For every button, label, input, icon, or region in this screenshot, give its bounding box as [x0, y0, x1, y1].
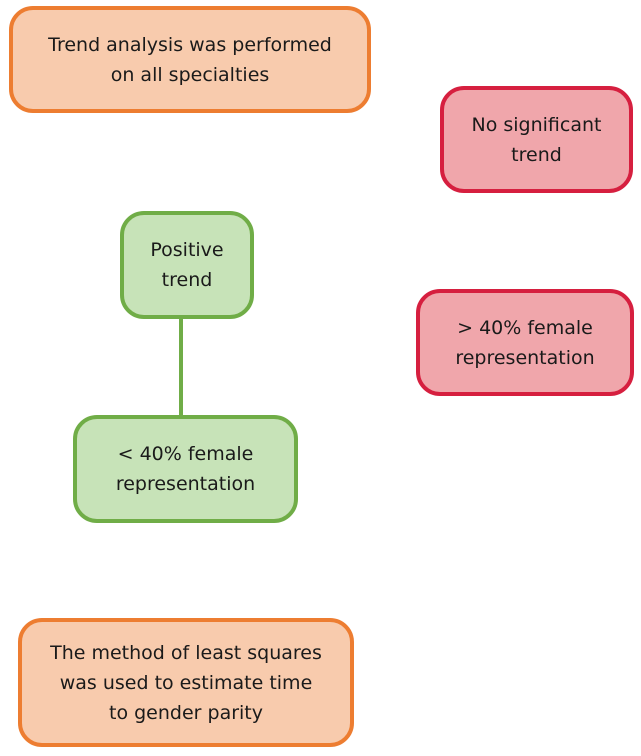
trend-analysis-text: Trend analysis was performed on all spec… — [48, 33, 332, 86]
below-40-percent-node: < 40% female representation — [73, 415, 298, 523]
least-squares-text: The method of least squares was used to … — [50, 641, 322, 724]
trend-analysis-node: Trend analysis was performed on all spec… — [9, 6, 371, 113]
above-40-percent-node: > 40% female representation — [416, 289, 634, 396]
no-significant-trend-text: No significant trend — [471, 113, 602, 166]
least-squares-node: The method of least squares was used to … — [18, 618, 354, 747]
no-significant-trend-node: No significant trend — [440, 86, 633, 193]
positive-trend-node: Positive trend — [120, 211, 254, 319]
below-40-percent-text: < 40% female representation — [115, 443, 256, 495]
above-40-percent-text: > 40% female representation — [455, 316, 595, 369]
positive-trend-text: Positive trend — [150, 239, 224, 291]
